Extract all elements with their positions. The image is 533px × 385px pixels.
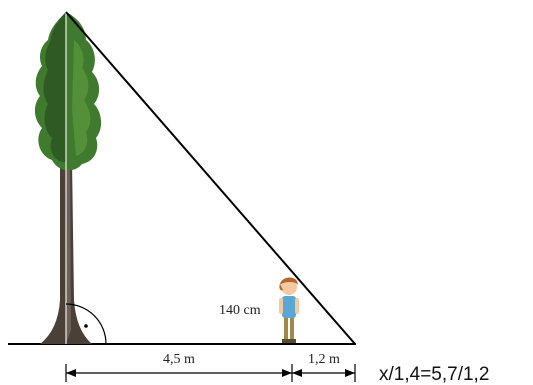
dimension-tree-to-child: 4,5 m: [65, 352, 292, 382]
tree-illustration: [34, 12, 102, 344]
distance-tree-to-child-label: 4,5 m: [163, 352, 195, 367]
hypotenuse-line: [65, 11, 356, 345]
dimension-child-shadow: 1,2 m: [291, 352, 356, 382]
child-height-label: 140 cm: [219, 303, 261, 318]
equation-text: x/1,4=5,7/1,2: [379, 364, 489, 385]
child-illustration: [279, 277, 299, 343]
child-shadow-label: 1,2 m: [308, 352, 340, 367]
right-angle-marker: [65, 303, 107, 345]
